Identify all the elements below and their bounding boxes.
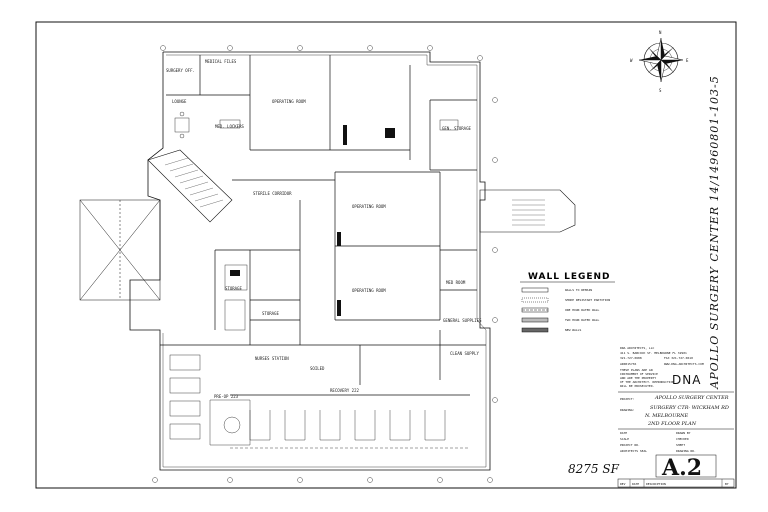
stair-wing	[147, 149, 233, 223]
right-stair-tower	[479, 189, 576, 233]
legend-swatch-remain	[521, 287, 549, 293]
room-label: STORAGE	[262, 311, 279, 316]
field-seal: ARCHITECTS SEAL	[620, 449, 647, 453]
room-label: RECOVERY 222	[330, 388, 359, 393]
room-label: LOUNGE	[172, 99, 187, 104]
sheet-border	[35, 21, 737, 489]
title-block: DNA ARCHITECTS, LLC 411 S. BABCOCK ST. M…	[617, 346, 735, 488]
firm-fax: FAX 321-727-0610	[664, 356, 693, 360]
wall-legend-title: WALL LEGEND	[528, 272, 611, 282]
firm-notice-line: WILL BE PROSECUTED.	[620, 384, 655, 388]
room-label: MEDICAL FILES	[205, 59, 237, 64]
compass-e: E	[686, 58, 689, 63]
north-arrow-compass: N S E W	[630, 30, 689, 93]
room-label: GEN. STORAGE	[442, 126, 471, 131]
project-address: SURGERY CTR- WICKHAM RD	[650, 405, 729, 411]
room-label: MED. LOCKERS	[215, 124, 244, 129]
room-label: SOILED	[310, 366, 325, 371]
firm-address: 411 S. BABCOCK ST. MELBOURNE FL 32901	[620, 351, 687, 355]
firm-logo: DNA	[672, 373, 701, 387]
roof-annex	[79, 199, 161, 301]
compass-n: N	[659, 30, 662, 35]
grid-markers	[152, 45, 498, 483]
drawing-name: 2ND FLOOR PLAN	[647, 421, 697, 427]
room-label: STERILE CORRIDOR	[253, 191, 292, 196]
legend-label: WALLS TO REMAIN	[565, 288, 592, 292]
interior-walls	[160, 55, 486, 396]
legend-label: SMOKE RESISTANT PARTITION	[565, 298, 610, 302]
room-labels: SURGERY OFF. MEDICAL FILES LOUNGE OPERAT…	[166, 59, 482, 399]
firm-notice-line: THESE PLANS ARE AN	[620, 368, 653, 372]
legend-swatch-new	[521, 327, 549, 333]
building-outline	[129, 51, 491, 471]
room-label: NURSES STATION	[255, 356, 289, 361]
room-label: STORAGE	[225, 286, 242, 291]
wall-legend: WALL LEGEND WALLS TO REMAIN SMOKE RESIST…	[520, 272, 615, 333]
field-drawn-by: DRAWN BY	[676, 431, 691, 435]
drawing-label: DRAWING:	[620, 408, 635, 412]
room-label: GENERAL SUPPLIES	[443, 318, 482, 323]
legend-label: NEW WALLS	[565, 328, 581, 332]
preop-bays	[169, 354, 251, 446]
room-label: MED ROOM	[446, 280, 466, 285]
compass-w: W	[630, 58, 633, 63]
project-title: APOLLO SURGERY CENTER 14/14960801-103-5	[708, 75, 721, 389]
field-checked: CHECKED	[676, 437, 689, 441]
firm-notice-line: INSTRUMENT OF SERVICE	[620, 372, 658, 376]
compass-s: S	[659, 88, 662, 93]
field-project-no: PROJECT NO.	[620, 443, 640, 447]
field-scale: SCALE	[620, 437, 629, 441]
rev-date-col: DATE	[632, 482, 639, 486]
legend-label: ONE HOUR RATED WALL	[565, 308, 600, 312]
firm-website: WWW.DNA-ARCHITECTS.COM	[664, 362, 704, 366]
firm-phone: 321-727-0688	[620, 356, 642, 360]
recovery-bays	[230, 410, 470, 449]
room-label: SURGERY OFF.	[166, 68, 195, 73]
room-label: OPERATING ROOM	[352, 288, 386, 293]
room-label: PRE-OP 223	[214, 394, 239, 399]
field-sheet: SHEET	[676, 443, 685, 447]
furniture	[174, 111, 459, 331]
floor-plan	[79, 45, 576, 483]
rev-desc-col: DESCRIPTION	[646, 482, 666, 486]
sheet-number: A.2	[661, 455, 702, 481]
rev-col: REV	[620, 482, 626, 486]
firm-name: DNA ARCHITECTS, LLC	[620, 346, 655, 350]
legend-swatch-two-hour	[521, 317, 549, 323]
field-date: DATE	[620, 431, 627, 435]
room-label: OPERATING ROOM	[352, 204, 386, 209]
room-label: CLEAN SUPPLY	[450, 351, 479, 356]
room-label: OPERATING ROOM	[272, 99, 306, 104]
legend-label: TWO HOUR RATED WALL	[565, 318, 600, 322]
firm-license: AR0015736	[620, 362, 636, 366]
field-drawing-no: DRAWING NO.	[676, 449, 696, 453]
firm-notice-line: OF THE ARCHITECT. REPRODUCTION	[620, 380, 674, 384]
rev-by-col: BY	[725, 482, 729, 486]
firm-notice-line: AND ARE THE PROPERTY	[620, 376, 656, 380]
or-equipment	[230, 125, 395, 316]
area-label: 8275 SF	[568, 462, 620, 476]
project-label: PROJECT:	[620, 397, 635, 401]
legend-swatch-smoke	[521, 297, 549, 303]
project-city: N. MELBOURNE	[644, 413, 689, 419]
project-name: APOLLO SURGERY CENTER	[654, 395, 729, 401]
